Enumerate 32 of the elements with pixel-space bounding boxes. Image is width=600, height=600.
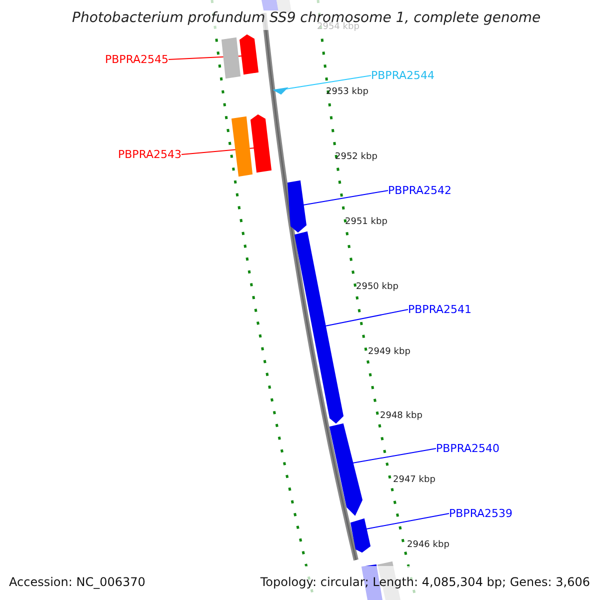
gene-block (221, 37, 241, 79)
scale-label: 2947 kbp (393, 476, 436, 485)
gene-label: PBPRA2540 (436, 443, 500, 454)
gene-block (287, 180, 307, 233)
scale-label: 2952 kbp (335, 153, 378, 162)
scale-label: 2953 kbp (326, 88, 368, 97)
leader-line (324, 309, 408, 326)
gene-block (294, 231, 344, 424)
gene-label: PBPRA2542 (388, 185, 452, 196)
scale-label: 2954 kbp (317, 23, 360, 32)
leader-line (366, 513, 450, 530)
scale-label: 2946 kbp (407, 541, 450, 550)
gene-block (231, 116, 253, 177)
gene-marker (272, 87, 288, 95)
scale-label: 2950 kbp (356, 283, 398, 292)
leader-line (302, 190, 388, 206)
gene-block (239, 34, 259, 75)
gene-block (250, 114, 272, 173)
gene-block (350, 518, 371, 553)
scale-label: 2949 kbp (368, 348, 410, 357)
genome-stats-text: Topology: circular; Length: 4,085,304 bp; Genes: 3,606 (260, 576, 590, 588)
leader-line (286, 75, 372, 90)
scale-label: 2948 kbp (380, 412, 422, 421)
gene-block (329, 423, 363, 516)
gene-label: PBPRA2543 (118, 149, 182, 160)
gene-label: PBPRA2539 (449, 508, 513, 519)
gene-label: PBPRA2545 (105, 54, 169, 65)
gene-label: PBPRA2544 (371, 70, 435, 81)
leader-line (352, 448, 436, 464)
gene-label: PBPRA2541 (408, 304, 472, 315)
accession-text: Accession: NC_006370 (9, 576, 146, 588)
scale-label: 2951 kbp (345, 218, 388, 227)
